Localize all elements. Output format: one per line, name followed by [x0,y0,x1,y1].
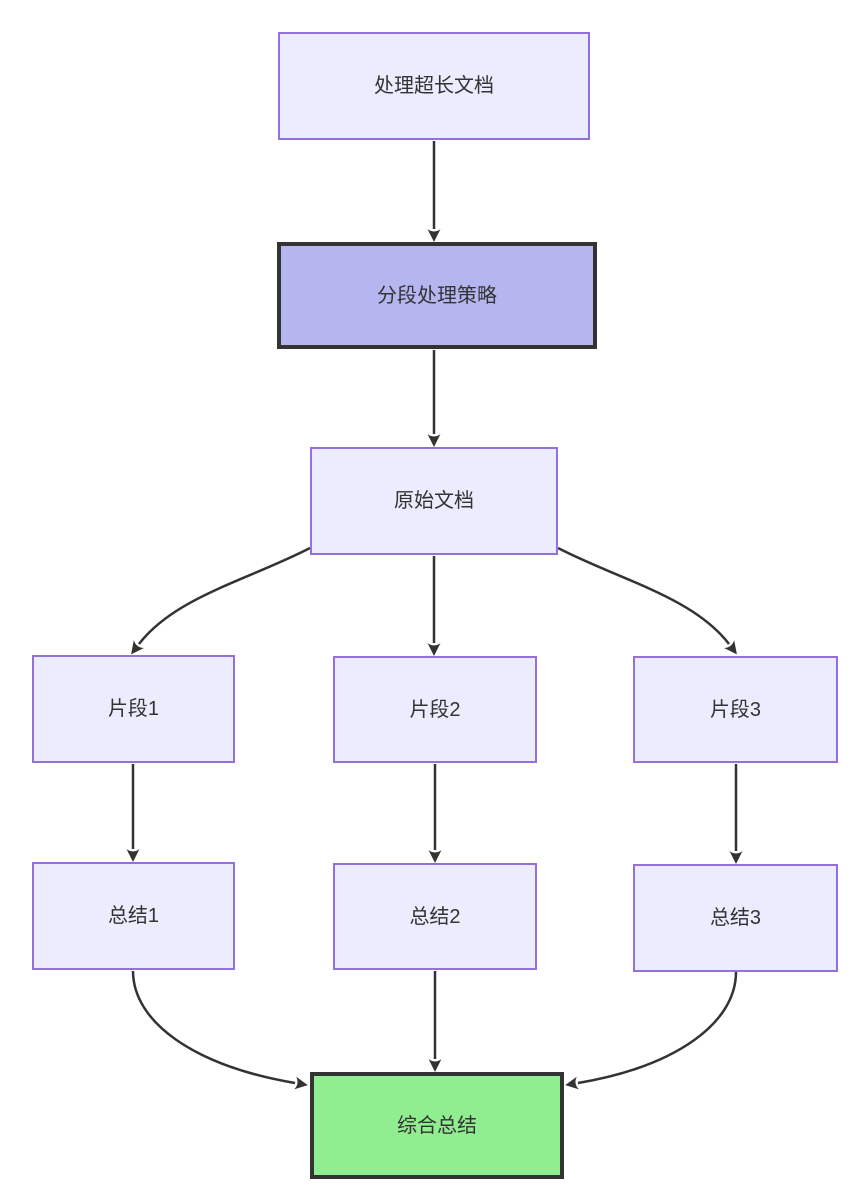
node-fragment-2: 片段2 [333,656,537,763]
node-final-summary: 综合总结 [310,1072,564,1179]
node-fragment-3-label: 片段3 [709,698,762,721]
node-original-doc-label: 原始文档 [394,490,474,512]
edge-C-D3 [557,546,737,655]
node-final-summary-label: 综合总结 [397,1114,477,1137]
node-fragment-1-label: 片段1 [107,698,160,720]
node-fragment-2-label: 片段2 [409,698,461,721]
node-summary-2-label: 总结2 [409,905,461,928]
edge-E1-F [131,970,308,1090]
edge-C-D1 [131,546,311,655]
node-fragment-1: 片段1 [32,655,235,763]
node-summary-2: 总结2 [333,863,537,970]
node-summary-3-label: 总结3 [709,907,762,929]
node-segmentation-strategy: 分段处理策略 [277,242,597,349]
node-process-long-doc: 处理超长文档 [278,32,590,140]
node-fragment-3: 片段3 [633,656,838,763]
node-summary-1-label: 总结1 [107,905,160,927]
node-process-long-doc-label: 处理超长文档 [374,75,494,97]
node-summary-1: 总结1 [32,862,235,970]
node-summary-3: 总结3 [633,864,838,972]
node-segmentation-strategy-label: 分段处理策略 [377,284,497,307]
node-original-doc: 原始文档 [310,447,558,555]
edge-E3-F [565,971,738,1090]
